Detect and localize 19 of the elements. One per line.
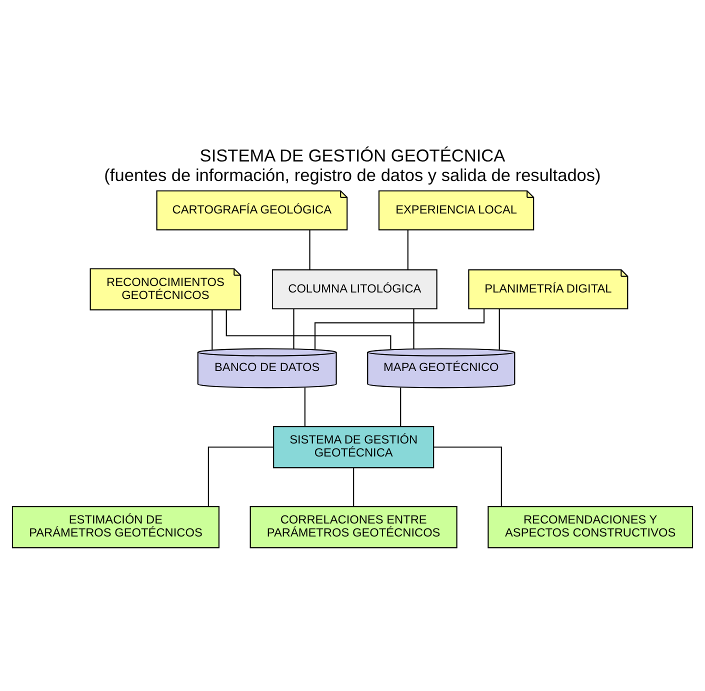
connector bbox=[498, 308, 500, 350]
node-box: COLUMNA LITOLÓGICA bbox=[272, 269, 438, 310]
diagram-title: SISTEMA DE GESTIÓN GEOTÉCNICA bbox=[200, 145, 506, 166]
connector bbox=[208, 446, 274, 507]
caption: (fuentes de información, registro de datos y salida de resultados) bbox=[104, 164, 601, 185]
connector bbox=[309, 230, 310, 270]
connector bbox=[293, 308, 294, 349]
node-box: ESTIMACIÓN DE PARÁMETROS GEOTÉCNICOS bbox=[12, 506, 220, 548]
connector bbox=[413, 308, 414, 349]
connector bbox=[434, 446, 502, 507]
connector bbox=[353, 468, 354, 506]
connector bbox=[212, 310, 213, 350]
connector bbox=[407, 230, 408, 270]
node-box: CORRELACIONES ENTRE PARÁMETROS GEOTÉCNICOS bbox=[250, 506, 458, 548]
connector bbox=[400, 388, 402, 426]
connector bbox=[314, 308, 485, 350]
node-box: RECOMENDACIONES Y ASPECTOS CONSTRUCTIVOS bbox=[488, 506, 694, 548]
connector bbox=[304, 388, 306, 426]
node-box: SISTEMA DE GESTIÓN GEOTÉCNICA bbox=[273, 426, 434, 468]
